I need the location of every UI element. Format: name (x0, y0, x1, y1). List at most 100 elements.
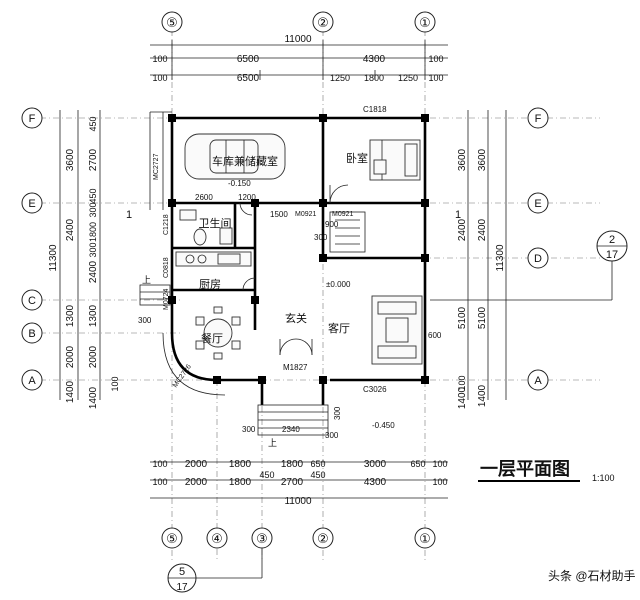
dim-bot-r2-5: 450 (310, 470, 325, 480)
dim-left-r2-2: 450 (88, 188, 98, 203)
detail-right-bottom: 17 (606, 249, 618, 261)
dim-right-r2-2: 5100 (457, 306, 468, 329)
axis-right-2: D (534, 253, 542, 265)
drawing-title-block: 一层平面图 1:100 (478, 459, 615, 483)
axis-left-1: E (28, 198, 35, 210)
dim-900: 900 (325, 220, 339, 229)
dim-bot-r1-3: 1800 (281, 459, 304, 470)
right-dimensions: 3600 2400 5100 100 1400 3600 2400 5100 1… (457, 110, 507, 409)
dining-table-icon (195, 306, 241, 360)
dim-2340: 2340 (282, 425, 300, 434)
dim-bot-r1-2: 1800 (229, 459, 252, 470)
dim-left-r2-3: 300 (88, 202, 98, 217)
door-bed2: M0921 (332, 211, 354, 218)
dim-bot-overall: 11000 (284, 496, 312, 507)
axis-left-4: B (28, 328, 35, 340)
drawing-title: 一层平面图 (480, 459, 570, 479)
detail-index-bottom: 5 17 (167, 548, 263, 593)
dim-top-r2-5: 100 (428, 73, 443, 83)
dim-bot-r2-4: 2700 (281, 477, 304, 488)
dim-left-r1-1: 2400 (65, 218, 76, 241)
room-dining-label: 餐厅 (201, 331, 223, 345)
dim-top-r2-3: 1800 (364, 73, 384, 83)
dim-1200: 1200 (238, 193, 256, 202)
dim-2600: 2600 (195, 193, 213, 202)
dim-bot-r1-5: 3000 (364, 459, 387, 470)
axis-left-5: A (28, 375, 36, 387)
dim-bot-r1-0: 100 (152, 459, 167, 469)
elev-garage: -0.150 (228, 179, 251, 188)
room-kitchen-label: 厨房 (199, 278, 221, 291)
dim-300e: 300 (333, 406, 342, 420)
room-labels: 车库兼储藏室 卧室 卫生间 厨房 餐厅 玄关 客厅 (199, 151, 369, 345)
elev-entry: -0.450 (372, 421, 395, 430)
car-icon (184, 133, 286, 180)
dim-left-r2-5: 300 (88, 242, 98, 257)
dim-300d: 300 (325, 431, 339, 440)
watermark: 头条 @石材助手 (548, 569, 636, 583)
top-axis-bubbles: ⑤ ② ① (161, 11, 436, 33)
left-dimensions: 11300 3600 2400 1300 2000 1400 450 2700 … (48, 110, 120, 409)
axis-bot-0: ⑤ (166, 531, 178, 546)
dim-right-overall: 11300 (495, 244, 506, 272)
section-mark-right: 1 (455, 209, 461, 221)
stair-up-entry: 上 (268, 438, 277, 448)
dim-left-r2-1: 2700 (88, 148, 99, 171)
dim-right-r2-1: 2400 (457, 218, 468, 241)
dim-left-r1-3: 2000 (65, 345, 76, 368)
kitchen-counter-icon (175, 251, 252, 267)
dim-right-r2-4: 1400 (457, 386, 468, 409)
dim-300a: 300 (314, 233, 328, 242)
detail-bottom-bottom: 17 (176, 582, 188, 593)
dim-top-r1-3: 100 (428, 54, 443, 64)
dim-top-overall: 11000 (284, 34, 312, 45)
dim-bot-r1-4: 650 (310, 459, 325, 469)
axis-right-0: F (535, 113, 542, 125)
axis-left-0: F (29, 113, 36, 125)
dim-left-overall: 11300 (48, 244, 59, 272)
dim-top-r1-0: 100 (152, 54, 167, 64)
axis-right-1: E (534, 198, 541, 210)
axis-top-1: ② (317, 15, 329, 30)
dim-right-r1-2: 5100 (477, 306, 488, 329)
dim-top-r2-2: 1250 (330, 73, 350, 83)
left-axis-bubbles: F E C B A (21, 107, 43, 391)
dim-right-r1-1: 2400 (477, 218, 488, 241)
detail-right-top: 2 (609, 234, 615, 246)
garage-door: MC2727 (153, 153, 160, 180)
bottom-axis-bubbles: ⑤ ④ ③ ② ① (161, 527, 436, 549)
dim-top-r2-1: 6500 (237, 73, 260, 84)
dim-left-r2-0: 450 (88, 116, 98, 131)
detail-index-right: 2 17 (430, 230, 628, 301)
dim-left-r2-10: 1400 (88, 386, 99, 409)
dim-bot-r2-0: 100 (152, 477, 167, 487)
dim-top-r2-0: 100 (152, 73, 167, 83)
window-bath: C1218 (163, 214, 170, 235)
dim-top-r2-4: 1250 (398, 73, 418, 83)
dim-left-r1-2: 1300 (65, 304, 76, 327)
door-bed: M0921 (295, 211, 317, 218)
bottom-dimensions: 100 2000 1800 1800 650 3000 650 100 100 … (150, 459, 448, 507)
dim-left-r2-7: 1300 (88, 304, 99, 327)
dim-right-r1-0: 3600 (477, 148, 488, 171)
window-bottom: C3026 (363, 385, 387, 394)
dim-right-r2-0: 3600 (457, 148, 468, 171)
dim-left-r1-4: 1400 (65, 380, 76, 403)
sofa-set-icon (371, 295, 423, 365)
dim-1500: 1500 (270, 210, 288, 219)
dim-300c: 300 (242, 425, 256, 434)
dim-600: 600 (428, 331, 442, 340)
axis-top-2: ① (419, 15, 431, 30)
stair-up-left: 上 (142, 275, 151, 285)
dim-left-r2-8: 2000 (88, 345, 99, 368)
dim-top-r1-1: 6500 (237, 54, 260, 65)
axis-bot-2: ③ (256, 531, 268, 546)
axis-bot-3: ② (317, 531, 329, 546)
right-axis-bubbles: F E D A (527, 107, 549, 391)
dim-bot-r2-2: 1800 (229, 477, 252, 488)
dim-left-r2-4: 1800 (88, 222, 98, 242)
room-bathroom-label: 卫生间 (199, 216, 232, 230)
dim-bot-r2-3: 450 (259, 470, 274, 480)
elev-living: ±0.000 (326, 280, 351, 289)
